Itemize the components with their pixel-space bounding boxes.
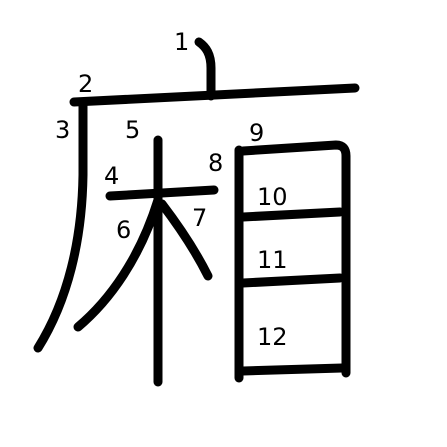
stroke-number-6: 6 xyxy=(116,216,131,244)
stroke-number-1: 1 xyxy=(174,28,189,56)
stroke-number-5: 5 xyxy=(125,116,140,144)
stroke-number-10: 10 xyxy=(257,183,288,211)
stroke-7 xyxy=(157,199,213,281)
stroke-number-4: 4 xyxy=(104,162,119,190)
stroke-2 xyxy=(69,83,360,107)
stroke-number-12: 12 xyxy=(257,323,288,351)
stroke-number-8: 8 xyxy=(208,149,223,177)
stroke-number-9: 9 xyxy=(249,119,264,147)
stroke-10 xyxy=(238,207,345,222)
stroke-12 xyxy=(238,363,347,376)
stroke-3 xyxy=(33,97,88,353)
character-strokes xyxy=(33,37,360,387)
stroke-9 xyxy=(238,140,351,378)
stroke-number-11: 11 xyxy=(257,246,288,274)
stroke-number-2: 2 xyxy=(78,70,93,98)
stroke-11 xyxy=(238,273,345,288)
stroke-1 xyxy=(194,37,216,101)
stroke-number-labels: 1 2 3 4 5 6 7 8 9 10 11 12 xyxy=(55,28,288,351)
stroke-number-3: 3 xyxy=(55,116,70,144)
stroke-6 xyxy=(73,195,163,332)
stroke-number-7: 7 xyxy=(192,204,207,232)
